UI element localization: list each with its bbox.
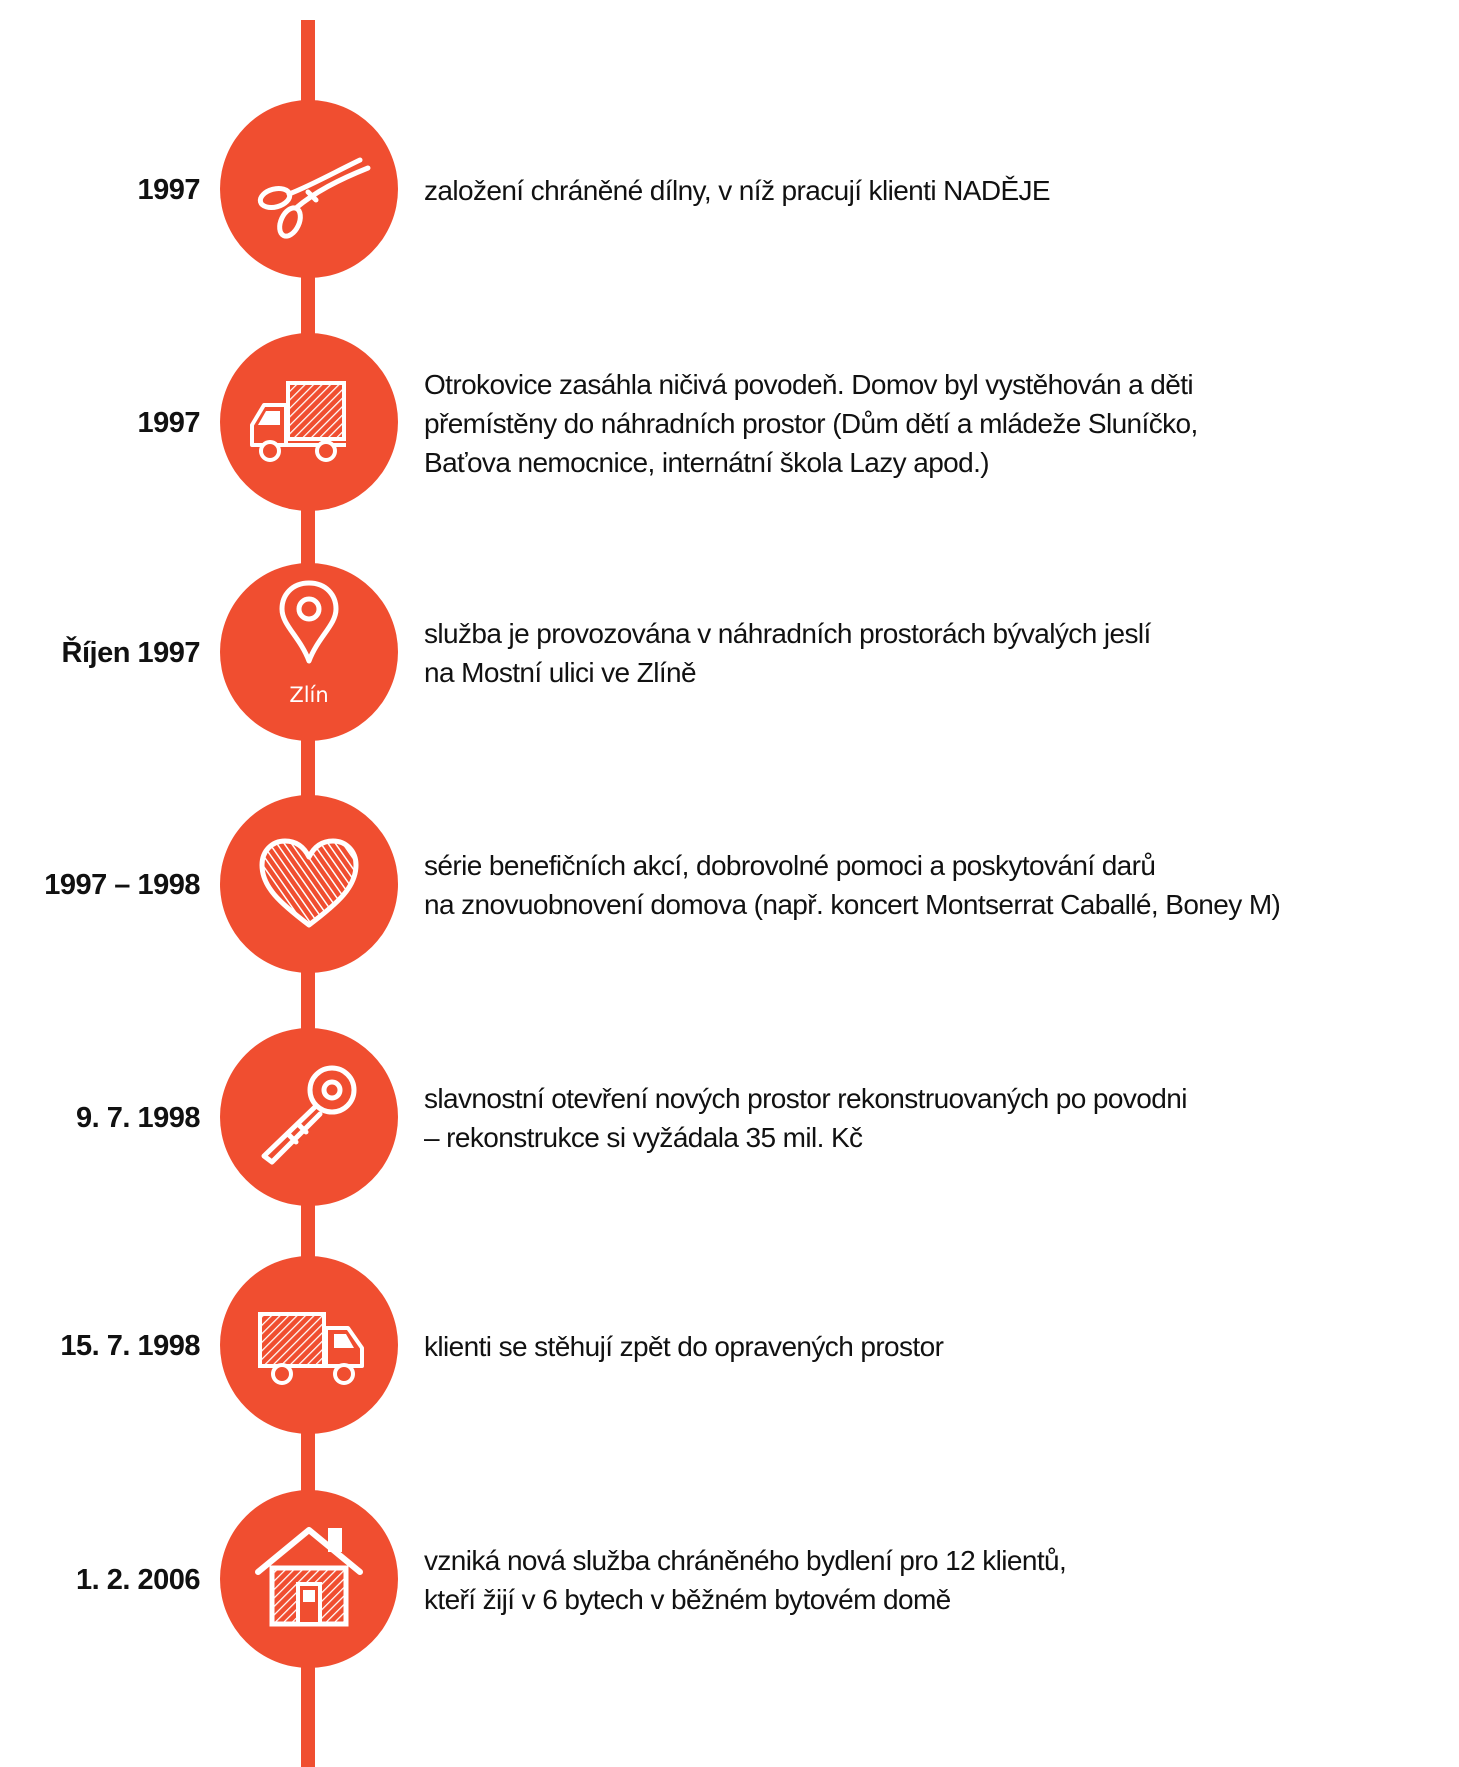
event-date: 9. 7. 1998 — [76, 1101, 201, 1134]
timeline-event: 1997 založení chráněné dílny, v níž prac… — [0, 100, 1459, 280]
event-description-line: – rekonstrukce si vyžádala 35 mil. Kč — [424, 1122, 863, 1153]
key-icon — [261, 1065, 357, 1165]
event-icon-circle — [220, 333, 398, 511]
event-date: 1997 — [137, 173, 200, 206]
event-icon-circle — [220, 100, 398, 278]
event-description-line: služba je provozována v náhradních prost… — [424, 618, 1151, 649]
timeline-event: 1997 Otrokovice zasáhla ničivá povodeň. … — [0, 333, 1459, 513]
event-description-line: založení chráněné dílny, v níž pracují k… — [424, 174, 1051, 206]
event-description-line: přemístěny do náhradních prostor (Dům dě… — [424, 407, 1198, 439]
event-description-line: Baťova nemocnice, internátní škola Lazy … — [424, 446, 990, 478]
event-date: 15. 7. 1998 — [60, 1329, 200, 1362]
event-icon-circle: Zlín — [220, 563, 398, 741]
event-description: založení chráněné dílny, v níž pracují k… — [424, 100, 1444, 280]
event-icon-circle — [220, 1256, 398, 1434]
event-description: slavnostní otevření nových prostor rekon… — [424, 1028, 1444, 1208]
event-description: Otrokovice zasáhla ničivá povodeň. Domov… — [424, 333, 1444, 513]
timeline-event: 9. 7. 1998 slavnostní otevření nových pr… — [0, 1028, 1459, 1208]
event-description-line: Otrokovice zasáhla ničivá povodeň. Domov… — [424, 368, 1194, 400]
event-description: služba je provozována v náhradních prost… — [424, 563, 1444, 743]
event-description: klienti se stěhují zpět do opravených pr… — [424, 1256, 1444, 1436]
event-date: 1997 – 1998 — [44, 868, 200, 901]
event-description-line: kteří žijí v 6 bytech v běžném bytovém d… — [424, 1584, 951, 1615]
timeline-event: 1997 – 1998 série benefičních akcí, dobr… — [0, 795, 1459, 975]
event-description-line: na Mostní ulici ve Zlíně — [424, 657, 697, 688]
scissors-icon — [257, 157, 371, 239]
event-date: 1997 — [137, 406, 200, 439]
event-icon-circle — [220, 1490, 398, 1668]
event-description-line: série benefičních akcí, dobrovolné pomoc… — [424, 850, 1156, 881]
event-date: 1. 2. 2006 — [76, 1563, 201, 1596]
timeline-event: 15. 7. 1998 klienti se stěhují zpět do o… — [0, 1256, 1459, 1436]
timeline-event: Říjen 1997 Zlín služba je provozována v … — [0, 563, 1459, 743]
icon-caption: Zlín — [289, 683, 329, 707]
event-date: Říjen 1997 — [61, 636, 201, 669]
location-pin-icon — [279, 580, 339, 664]
event-description-line: na znovuobnovení domova (např. koncert M… — [424, 889, 1281, 920]
event-icon-circle — [220, 795, 398, 973]
event-description-line: vzniká nová služba chráněného bydlení pr… — [424, 1545, 1067, 1576]
event-description: vzniká nová služba chráněného bydlení pr… — [424, 1490, 1444, 1670]
house-icon — [255, 1527, 363, 1627]
event-description: série benefičních akcí, dobrovolné pomoc… — [424, 795, 1444, 975]
heart-icon — [259, 838, 359, 928]
delivery-truck-icon — [258, 1312, 364, 1385]
timeline-event: 1. 2. 2006 vzniká nová služba chráněného… — [0, 1490, 1459, 1670]
event-icon-circle — [220, 1028, 398, 1206]
event-description-line: slavnostní otevření nových prostor rekon… — [424, 1083, 1187, 1114]
moving-truck-icon — [250, 381, 346, 462]
event-description-line: klienti se stěhují zpět do opravených pr… — [424, 1330, 944, 1362]
